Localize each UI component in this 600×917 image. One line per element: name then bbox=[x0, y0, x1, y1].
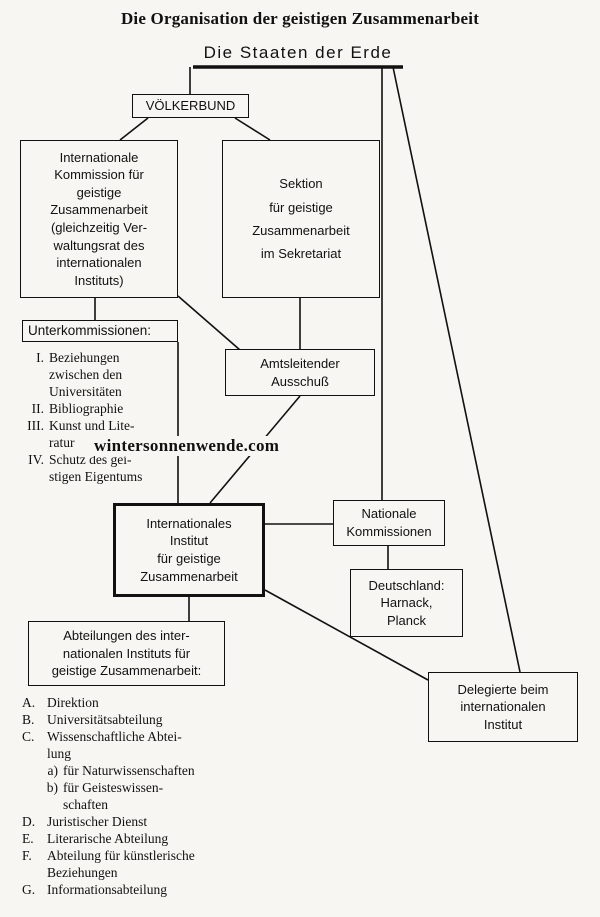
list-item: III.Kunst und Lite- ratur bbox=[27, 418, 135, 450]
page-title: Die Organisation der geistigen Zusammena… bbox=[120, 9, 480, 28]
list-item: A.Direktion bbox=[22, 695, 99, 710]
unterkommissionen-box: Unterkommissionen: bbox=[22, 320, 178, 342]
unterkommissionen-list: I.Beziehungen zwischen den Universitäten… bbox=[22, 349, 172, 485]
abteilungen-box: Abteilungen des inter- nationalen Instit… bbox=[28, 621, 225, 686]
abteilungen-list: A.Direktion B.Universitätsabteilung C.Wi… bbox=[22, 694, 237, 898]
institut-box: Internationales Institut für geistige Zu… bbox=[113, 503, 265, 597]
list-item: E.Literarische Abteilung bbox=[22, 831, 169, 846]
amtsleitender-box: Amtsleitender Ausschuß bbox=[225, 349, 375, 396]
list-item: D.Juristischer Dienst bbox=[22, 814, 148, 829]
list-item: B.Universitätsabteilung bbox=[22, 712, 163, 727]
list-item: I.Beziehungen zwischen den Universitäten bbox=[36, 350, 123, 399]
list-item: b)für Geisteswissen- schaften bbox=[46, 780, 164, 812]
list-item: G.Informationsabteilung bbox=[22, 882, 167, 897]
delegierte-box: Delegierte beim internationalen Institut bbox=[428, 672, 578, 742]
voelkerbund-box: VÖLKERBUND bbox=[132, 94, 249, 118]
list-item: II.Bibliographie bbox=[31, 401, 124, 416]
list-item: C.Wissenschaftliche Abtei- lung bbox=[22, 729, 182, 761]
kommission-box: Internationale Kommission für geistige Z… bbox=[20, 140, 178, 298]
staaten-label: Die Staaten der Erde bbox=[203, 43, 393, 62]
list-item: a)für Naturwissenschaften bbox=[47, 763, 195, 778]
watermark: wintersonnenwende.com bbox=[92, 436, 282, 456]
list-item: IV.Schutz des gei- stigen Eigentums bbox=[28, 452, 143, 484]
sektion-box: Sektion für geistige Zusammenarbeit im S… bbox=[222, 140, 380, 298]
voelkerbund-sektion-line bbox=[234, 117, 271, 141]
list-item: F.Abteilung für künstlerische Beziehunge… bbox=[22, 848, 195, 880]
voelkerbund-kommission-line bbox=[119, 117, 149, 141]
deutschland-box: Deutschland: Harnack, Planck bbox=[350, 569, 463, 637]
nationale-box: Nationale Kommissionen bbox=[333, 500, 445, 546]
